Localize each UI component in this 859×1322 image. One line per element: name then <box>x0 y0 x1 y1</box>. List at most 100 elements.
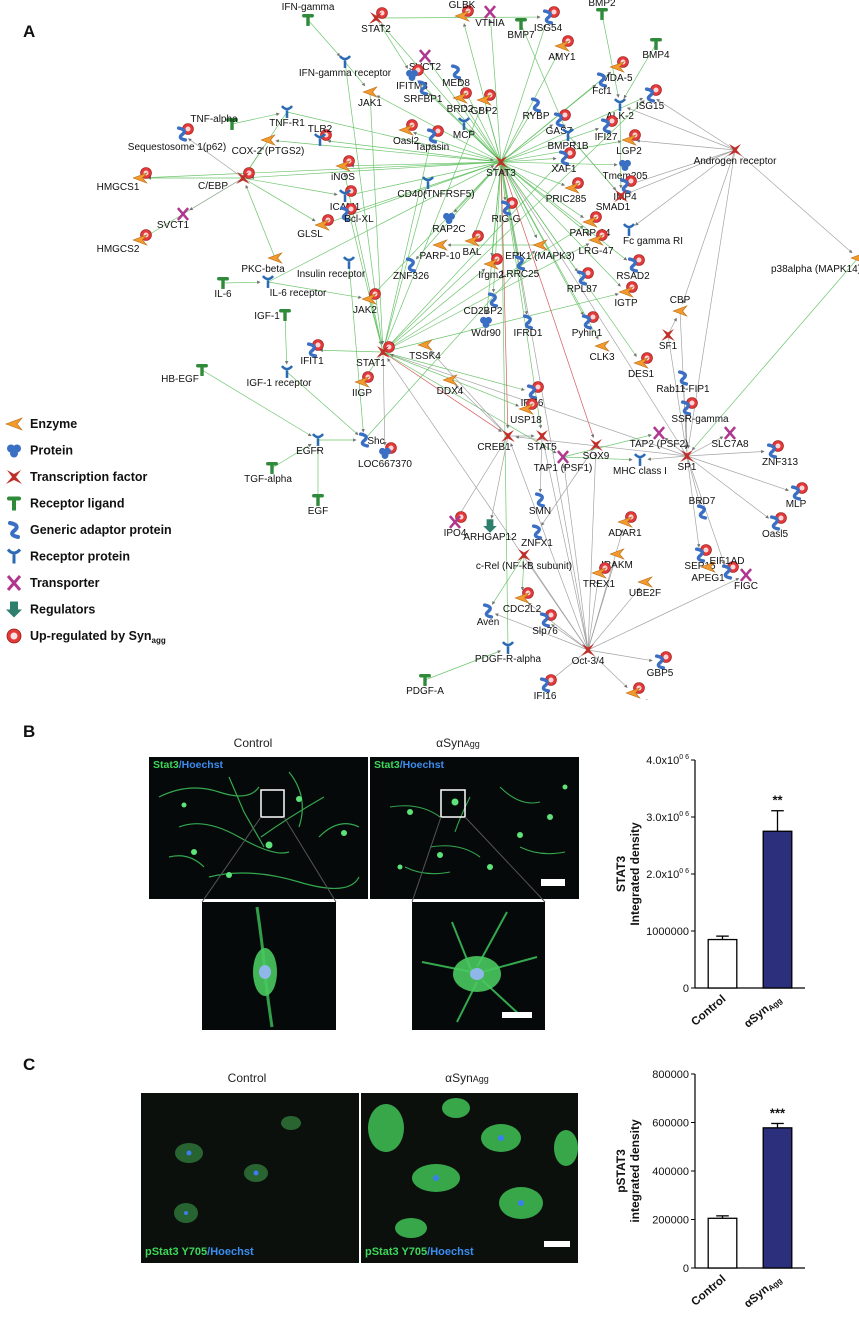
adaptor-icon <box>539 677 551 693</box>
network-edge <box>500 161 584 218</box>
network-node-label: iNOS <box>331 172 355 183</box>
receptor-icon <box>280 365 294 378</box>
network-node-svct2: SVCT2 <box>409 49 442 73</box>
network-node-label: MED8 <box>442 78 470 89</box>
enzyme-icon <box>132 172 148 184</box>
network-node-rab11: Rab11-FIP1 <box>656 370 710 395</box>
network-edge <box>424 650 502 681</box>
legend-item: Regulators <box>6 601 95 618</box>
network-node-label: Fcf1 <box>592 86 612 97</box>
tf-icon <box>680 450 694 462</box>
network-edge <box>455 385 509 437</box>
adaptor-icon <box>8 521 20 539</box>
network-node-sf1: SF1 <box>659 329 678 352</box>
network-node-tssk4: TSSK4 <box>409 339 441 362</box>
network-edge <box>667 334 688 449</box>
adaptor-icon <box>522 314 534 330</box>
network-node-rpl87: RPL87 <box>567 267 598 295</box>
network-node-label: LGP2 <box>616 146 642 157</box>
adaptor-icon <box>500 200 512 216</box>
network-node-label: Oasl2 <box>393 136 420 147</box>
network-edge <box>375 17 409 69</box>
transporter-icon <box>176 207 190 221</box>
network-node-label: SSR-gamma <box>671 414 729 425</box>
receptor-icon <box>311 433 325 446</box>
receptor-icon <box>622 223 636 236</box>
network-edge <box>686 149 736 449</box>
network-node-slp76: Slp76 <box>532 609 558 637</box>
network-node-label: TNF-alpha <box>190 114 238 125</box>
network-node-gbp2: GBP2 <box>471 89 498 117</box>
adaptor-icon <box>619 178 631 194</box>
network-node-label: EGFR <box>296 446 324 457</box>
legend-label: Receptor protein <box>30 550 130 564</box>
network-node-lgp2: LGP2 <box>616 129 642 157</box>
network-node-svct1: SVCT1 <box>157 207 190 231</box>
network-node-hmgcs1: HMGCS1 <box>97 167 152 193</box>
legend-item: Receptor ligand <box>7 496 124 511</box>
network-edge <box>275 139 502 163</box>
network-node-label: Oct-3/4 <box>572 656 605 667</box>
receptor-icon <box>313 133 327 146</box>
panel-b-control-stain-label: Stat3/Hoechst <box>153 759 224 771</box>
legend-label: Protein <box>30 444 73 458</box>
network-node-label: BAL <box>463 247 482 258</box>
network-edge <box>242 177 316 222</box>
network-node-mcp: MCP <box>453 117 475 141</box>
network-node-label: CLK3 <box>589 352 614 363</box>
network-node-label: IPO4 <box>444 528 467 539</box>
network-node-ddx4: DDX4 <box>437 374 464 397</box>
network-edge <box>500 161 578 272</box>
upregulated-icon <box>6 628 22 644</box>
legend-label: Up-regulated by Synagg <box>30 629 166 645</box>
network-node-loc: LOC667370 <box>358 442 412 470</box>
network-edge <box>542 443 589 651</box>
network-edge <box>500 161 537 239</box>
network-edge <box>587 649 653 662</box>
network-node-tlr2: TLR2 <box>308 124 333 146</box>
network-node-trex1: TREX1 <box>583 562 616 590</box>
panel-c-syn-label: αSynAgg <box>445 1071 489 1085</box>
network-node-label: Aven <box>477 617 500 628</box>
network-node-tap1: TAP1 (PSF1) <box>534 450 592 474</box>
network-edge <box>587 649 628 688</box>
tf-icon <box>614 190 628 202</box>
enzyme-icon <box>267 252 283 264</box>
network-node-label: IFI16 <box>534 691 557 700</box>
network-node-fcgri: Fc gamma RI <box>622 223 683 247</box>
network-node-label: CBP <box>670 295 691 306</box>
network-node-label: EGF <box>308 506 329 517</box>
network-edge <box>242 177 338 196</box>
legend-label: Receptor ligand <box>30 497 124 511</box>
tf-icon <box>494 156 508 168</box>
network-edge <box>271 443 312 469</box>
adaptor-icon <box>306 342 318 358</box>
ligand-icon <box>596 8 608 20</box>
ligand-icon <box>515 18 527 30</box>
network-node-label: MDA-5 <box>601 73 633 84</box>
network-node-shc: Shc <box>358 432 385 448</box>
receptor-icon <box>457 117 471 130</box>
y-tick-label: 800000 <box>652 1069 689 1081</box>
y-tick-label: 3.0x100 6 <box>646 811 689 824</box>
network-node-glsl: GLSL <box>297 214 334 240</box>
network-edge <box>562 464 589 651</box>
panel-c-control-stain-label: pStat3 Y705/Hoechst <box>145 1246 254 1258</box>
network-node-label: ISG54 <box>534 23 563 34</box>
network-node-sox9: SOX9 <box>583 439 610 462</box>
network-edge <box>681 385 688 457</box>
enzyme-icon <box>700 561 716 573</box>
adaptor-icon <box>596 72 608 88</box>
network-node-cbp: CBP <box>670 295 691 317</box>
network-node-label: FIGC <box>734 581 758 592</box>
network-node-label: Tapasin <box>415 142 449 153</box>
network-edge <box>350 161 502 168</box>
network-node-creb1: CREB1 <box>477 430 515 453</box>
network-node-label: LRRC25 <box>501 269 540 280</box>
enzyme-icon <box>314 219 330 231</box>
network-edge <box>474 161 502 235</box>
